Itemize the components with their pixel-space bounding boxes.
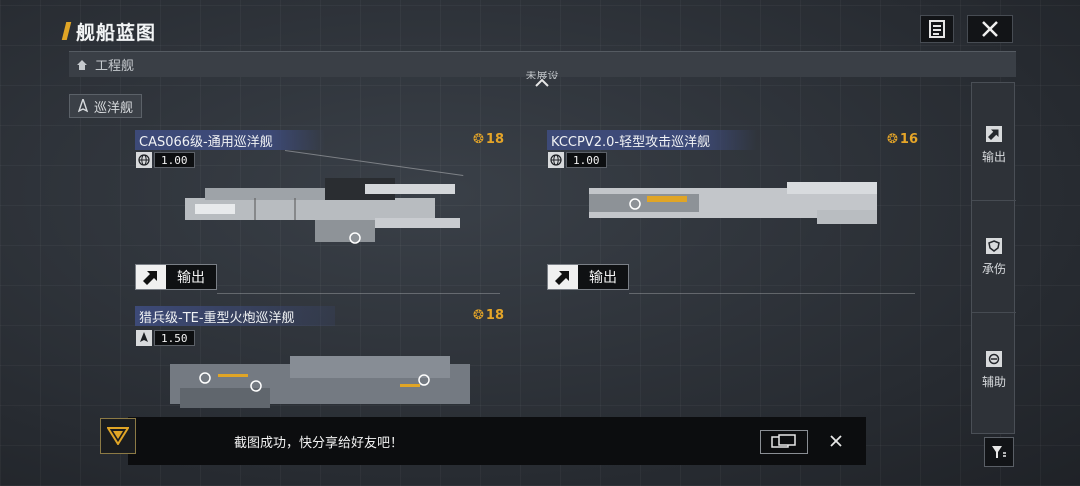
- sidebar-item-output[interactable]: 输出: [972, 91, 1016, 201]
- role-filter-sidebar: 输出 承伤 辅助: [971, 82, 1016, 434]
- close-icon: [982, 21, 998, 37]
- collapse-toggle[interactable]: 未展设: [520, 70, 564, 88]
- home-icon: [77, 59, 87, 70]
- card-baseline: [629, 293, 915, 294]
- category-bar[interactable]: 工程舰: [69, 51, 1016, 77]
- card-cost: ❂ 18: [473, 308, 504, 323]
- arrow-up-right-icon: [555, 271, 569, 285]
- toast-badge: [100, 418, 136, 454]
- toast-message: 截图成功，快分享给好友吧！: [234, 435, 404, 451]
- filter-button[interactable]: [984, 437, 1014, 467]
- blueprint-card[interactable]: CAS066级-通用巡洋舰 1.00 ❂ 18 输出: [135, 130, 504, 295]
- toast-close-button[interactable]: [826, 430, 846, 452]
- card-stat: 1.00: [136, 152, 195, 168]
- screenshot-toast: 截图成功，快分享给好友吧！: [128, 417, 866, 465]
- filter-icon: [992, 446, 1006, 458]
- blueprint-card[interactable]: KCCPV2.0-轻型攻击巡洋舰 1.00 ❂ 16 输出: [547, 130, 918, 295]
- close-icon: [830, 435, 842, 447]
- card-stat: 1.00: [548, 152, 607, 168]
- filter-chip-cruiser[interactable]: 巡洋舰: [69, 94, 143, 118]
- toast-share-button[interactable]: [760, 430, 808, 454]
- filter-chip-label: 巡洋舰: [94, 100, 134, 116]
- arrow-up-right-icon: [986, 126, 1002, 142]
- notes-icon: [929, 20, 945, 38]
- card-title: KCCPV2.0-轻型攻击巡洋舰: [547, 130, 757, 150]
- stat-value: 1.00: [154, 152, 195, 168]
- chevron-up-icon: [535, 79, 549, 87]
- stat-value: 1.00: [566, 152, 607, 168]
- globe-icon: [548, 152, 564, 168]
- sidebar-item-label: 输出: [981, 150, 1006, 164]
- globe-icon: [136, 152, 152, 168]
- cost-value: 16: [899, 132, 918, 147]
- category-label: 工程舰: [95, 59, 135, 74]
- credit-icon: ❂: [473, 132, 484, 147]
- card-cost: ❂ 16: [887, 132, 918, 147]
- output-label: 输出: [589, 270, 617, 286]
- shield-icon: [986, 238, 1002, 254]
- output-label: 输出: [177, 270, 205, 286]
- cost-value: 18: [485, 308, 504, 323]
- sidebar-item-label: 辅助: [981, 374, 1006, 389]
- sidebar-item-support[interactable]: 辅助: [972, 315, 1016, 425]
- ship-blueprint: [589, 182, 877, 224]
- stat-value: 1.50: [154, 330, 195, 346]
- card-stat: 1.50: [136, 330, 195, 346]
- notes-button[interactable]: [920, 15, 954, 43]
- support-icon: [986, 350, 1002, 367]
- sidebar-item-tank[interactable]: 承伤: [972, 203, 1016, 313]
- ship-blueprint: [185, 178, 460, 244]
- output-button[interactable]: 输出: [135, 264, 217, 290]
- ship-blueprint: [170, 356, 470, 408]
- sidebar-item-label: 承伤: [981, 262, 1006, 276]
- output-button[interactable]: 输出: [547, 264, 629, 290]
- arrow-up-right-icon: [143, 271, 157, 285]
- card-baseline: [217, 293, 500, 294]
- credit-icon: ❂: [887, 132, 898, 147]
- ship-class-icon: [78, 99, 88, 113]
- page-title: 舰船蓝图: [76, 22, 157, 44]
- share-screen-icon: [771, 434, 796, 448]
- cost-value: 18: [485, 132, 504, 147]
- card-title: 猎兵级-TE-重型火炮巡洋舰: [135, 306, 335, 326]
- card-title: CAS066级-通用巡洋舰: [135, 130, 325, 150]
- close-button[interactable]: [967, 15, 1013, 43]
- collapse-label: 未展设: [525, 71, 559, 79]
- credit-icon: ❂: [473, 308, 484, 323]
- chevron-badge-icon: [107, 427, 129, 445]
- card-cost: ❂ 18: [473, 132, 504, 147]
- rocket-icon: [136, 330, 152, 346]
